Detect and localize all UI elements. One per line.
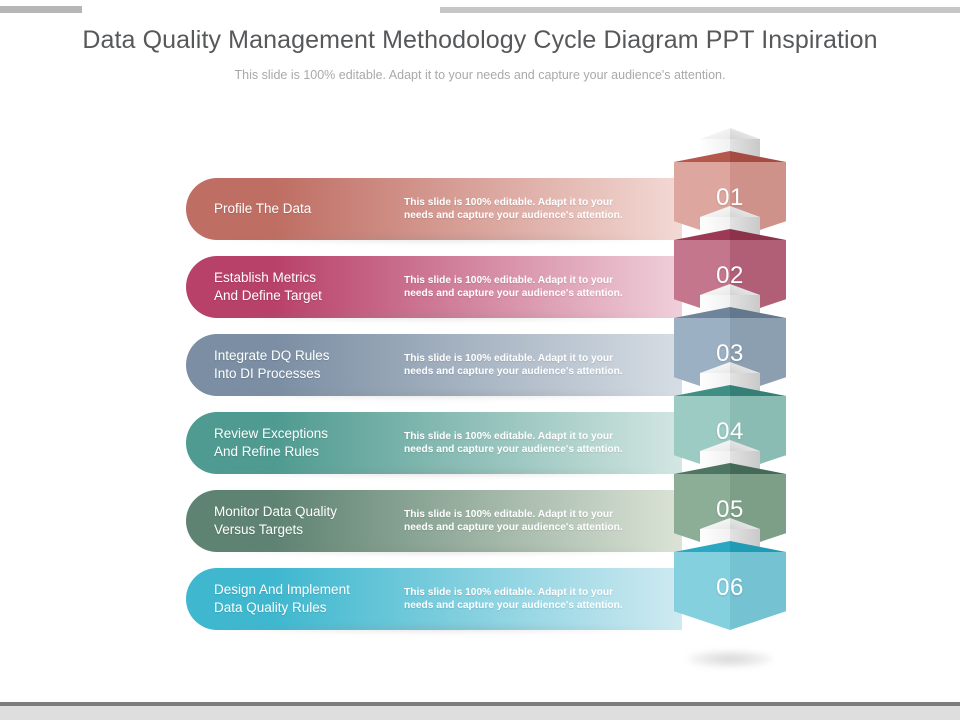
page-subtitle: This slide is 100% editable. Adapt it to…: [234, 68, 726, 82]
step-description: This slide is 100% editable. Adapt it to…: [404, 256, 672, 318]
step-heading-line1: Establish Metrics: [214, 270, 317, 285]
step-description-line2: needs and capture your audience's attent…: [404, 366, 623, 377]
step-description-line2: needs and capture your audience's attent…: [404, 210, 623, 221]
step-heading-line1: Review Exceptions: [214, 426, 329, 441]
step-number-cube[interactable]: 01: [674, 151, 786, 240]
step-description-line2: needs and capture your audience's attent…: [404, 600, 623, 611]
top-rule-right: [440, 7, 960, 13]
step-bar: [186, 334, 682, 396]
step-description-line1: This slide is 100% editable. Adapt it to…: [404, 431, 614, 442]
top-rule-left: [0, 6, 82, 13]
step-description-line2: needs and capture your audience's attent…: [404, 444, 623, 455]
process-step-row[interactable]: Profile The Data This slide is 100% edita…: [186, 178, 682, 244]
step-description-line2: needs and capture your audience's attent…: [404, 522, 623, 533]
step-number-label: 06: [716, 574, 744, 601]
stack-base-shadow: [686, 650, 774, 668]
step-heading-line2: Into DI Processes: [214, 366, 321, 381]
step-heading-line2: Versus Targets: [214, 522, 304, 537]
page-title: Data Quality Management Methodology Cycl…: [82, 26, 878, 54]
step-heading-line2: And Define Target: [214, 288, 322, 303]
step-bar-shadow: [200, 468, 670, 478]
step-bar-shadow: [200, 390, 670, 400]
step-heading-line2: Data Quality Rules: [214, 600, 327, 615]
step-description-line1: This slide is 100% editable. Adapt it to…: [404, 353, 614, 364]
step-heading-line1: Design And Implement: [214, 582, 350, 597]
step-description: This slide is 100% editable. Adapt it to…: [404, 568, 672, 630]
step-bar: [186, 256, 682, 318]
step-bar: [186, 568, 682, 630]
step-description-line1: This slide is 100% editable. Adapt it to…: [404, 509, 614, 520]
step-number-cube[interactable]: 06: [674, 541, 786, 630]
step-heading-line2: And Refine Rules: [214, 444, 320, 459]
step-bar: [186, 412, 682, 474]
step-description: This slide is 100% editable. Adapt it to…: [404, 178, 672, 240]
step-heading: Profile The Data: [214, 178, 414, 240]
footer-divider: [0, 702, 960, 706]
step-description-line1: This slide is 100% editable. Adapt it to…: [404, 197, 614, 208]
step-description-line1: This slide is 100% editable. Adapt it to…: [404, 275, 614, 286]
step-bar: [186, 490, 682, 552]
step-description: This slide is 100% editable. Adapt it to…: [404, 334, 672, 396]
step-bar-shadow: [200, 234, 670, 244]
step-bar-shadow: [200, 312, 670, 322]
footer-band: [0, 706, 960, 720]
step-description-line1: This slide is 100% editable. Adapt it to…: [404, 587, 614, 598]
step-bar: [186, 178, 682, 240]
step-description-line2: needs and capture your audience's attent…: [404, 288, 623, 299]
step-bar-shadow: [200, 546, 670, 556]
step-heading-line1: Profile The Data: [214, 201, 312, 216]
step-description: This slide is 100% editable. Adapt it to…: [404, 490, 672, 552]
step-description: This slide is 100% editable. Adapt it to…: [404, 412, 672, 474]
step-bar-shadow: [200, 624, 670, 634]
step-heading-line1: Integrate DQ Rules: [214, 348, 330, 363]
step-heading-line1: Monitor Data Quality: [214, 504, 338, 519]
